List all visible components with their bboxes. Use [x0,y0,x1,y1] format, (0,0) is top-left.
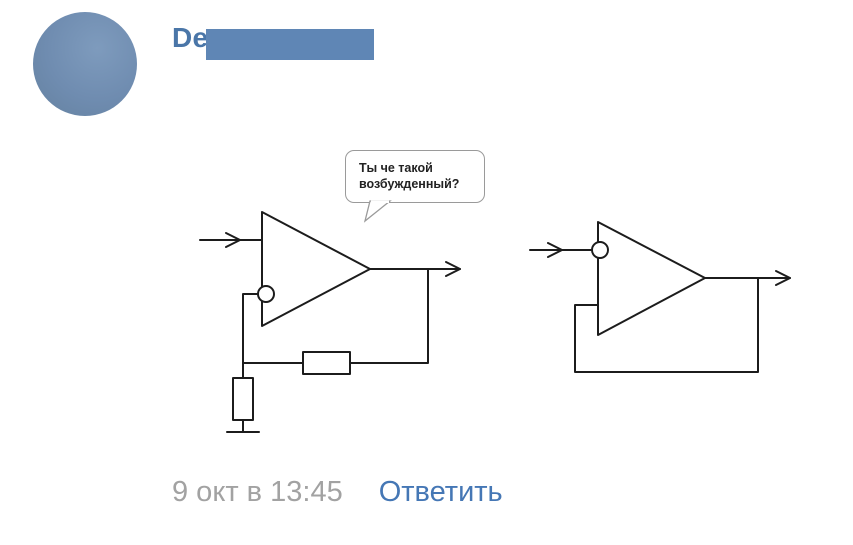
comment-timestamp[interactable]: 9 окт в 13:45 [172,476,343,508]
input-arrowhead-icon [547,242,563,258]
inverting-input-wire [242,293,259,379]
comment-footer: 9 окт в 13:45 Ответить [172,476,503,509]
op-amp-circuits-diagram [199,211,791,433]
input-arrowhead-icon [225,232,241,248]
op-amp-triangle [597,221,706,336]
op-amp-triangle [261,211,371,327]
avatar[interactable] [33,12,137,116]
speech-bubble: Ты че такой возбужденный? [345,150,485,223]
op-amp-negative-feedback-diagram [199,211,461,433]
feedback-wire [349,268,429,364]
op-amp-positive-feedback-diagram [529,221,791,373]
ground-resistor [232,377,254,421]
feedback-resistor [302,351,351,375]
author-name-redaction [206,29,374,60]
inverting-input-circle [591,241,609,259]
speech-bubble-line1: Ты че такой [359,161,433,175]
output-arrowhead-icon [445,261,461,277]
speech-bubble-tail-icon [363,200,392,223]
feedback-wire [574,277,759,373]
comment-image[interactable]: Ты че такой возбужденный? [170,130,820,460]
inverting-input-circle [257,285,275,303]
speech-bubble-line2: возбужденный? [359,177,460,191]
reply-button[interactable]: Ответить [378,476,503,508]
output-arrowhead-icon [775,270,791,286]
